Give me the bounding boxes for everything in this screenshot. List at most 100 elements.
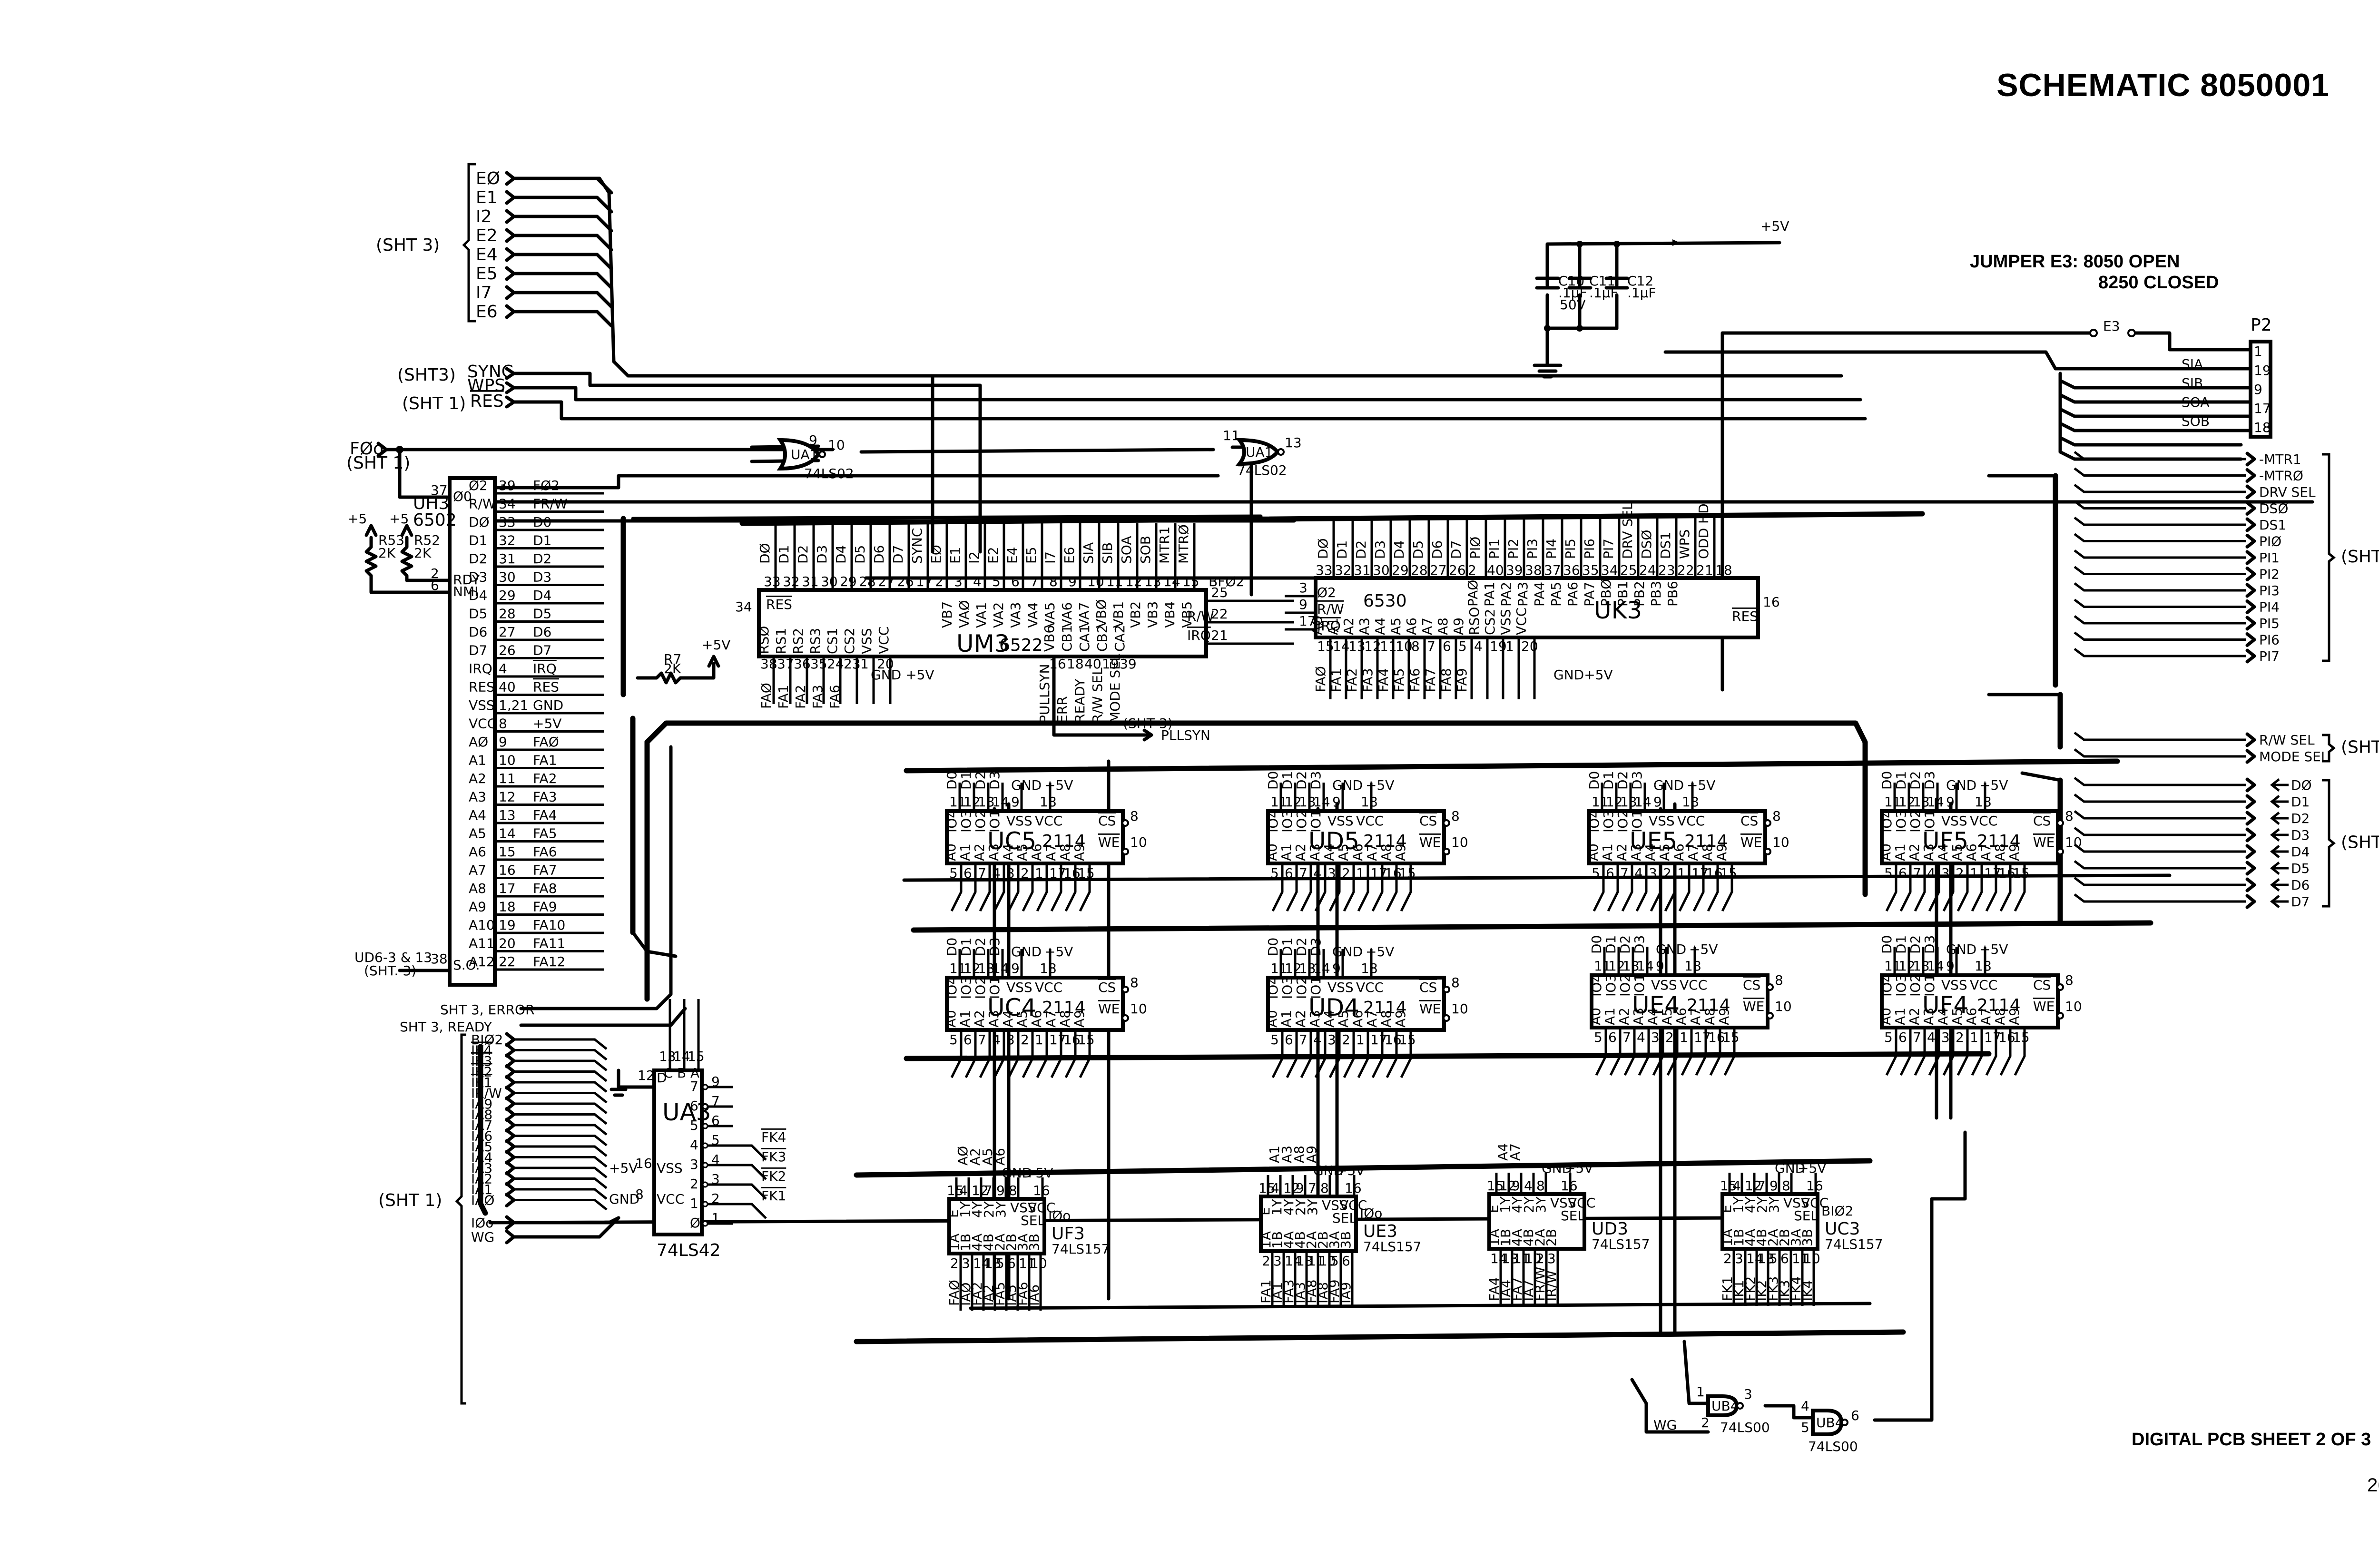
- ram-top-pin: 11: [1270, 794, 1288, 810]
- arrow-icon: [2245, 616, 2256, 631]
- mux-bottom-pin: 13: [984, 1255, 1002, 1271]
- mux-sel-net: IØo: [1048, 1208, 1071, 1224]
- mux-power-label: +5V: [1336, 1163, 1365, 1178]
- cpu-pin-net: D5: [533, 606, 551, 622]
- riot-bottom-net: FA7: [1423, 668, 1438, 692]
- mux-bottom-net: IAØ: [958, 1283, 973, 1306]
- ram-inner-pin: IO1: [1632, 974, 1647, 997]
- mux-power-label: GND: [1542, 1160, 1572, 1176]
- ram-bottom-pin: 7: [1622, 1029, 1631, 1045]
- mux-sel-net: IØo: [1360, 1205, 1382, 1221]
- via-inner-pin: RS1: [773, 628, 789, 654]
- gate-pin-in1: 1: [1696, 1384, 1705, 1400]
- output-signal: PI6: [2259, 632, 2280, 648]
- via-out-ref: (SHT 3): [1123, 715, 1173, 731]
- arrow-icon: [2245, 811, 2256, 826]
- cpu-pin-net: FA6: [533, 844, 557, 860]
- ram-top-pin: 14: [992, 794, 1009, 810]
- arrow-icon: [505, 1193, 516, 1207]
- ram-top-pin: 12: [1285, 794, 1302, 810]
- arrow-left-icon: [2270, 878, 2289, 892]
- via-top-net: D6: [871, 545, 887, 564]
- ram-cs-label: CS: [2033, 977, 2051, 993]
- arrow-icon: [505, 1215, 516, 1230]
- cpu-pin-number: 12: [499, 789, 516, 805]
- cpu-pin-number: 30: [499, 569, 516, 585]
- cpu-pin-number: 22: [499, 954, 516, 970]
- ram-inner-pin: A8: [1702, 1008, 1718, 1025]
- mux-inner-pin: 4A: [1742, 1229, 1758, 1246]
- gate-pin-in2: 2: [1701, 1415, 1710, 1431]
- ram-inner-pin: IO3: [1603, 974, 1619, 997]
- ram-bottom-pin: 2: [1956, 865, 1964, 881]
- ram-top-pin: 12: [1608, 958, 1625, 974]
- via-ctrl-pin: 18: [1067, 656, 1084, 672]
- mux-bottom-pin: 13: [1296, 1253, 1313, 1269]
- ram-inner-pin: A0: [1264, 1010, 1280, 1028]
- riot-inner-pin: AØ: [1309, 616, 1325, 635]
- cpu-pin-number: 4: [499, 661, 507, 676]
- cpu-pin-net: FA7: [533, 862, 557, 878]
- mux-inner-pin: VCC: [1801, 1195, 1828, 1211]
- ram-inner-pin: A8: [1700, 843, 1715, 861]
- ram-bottom-pin: 2: [1956, 1029, 1964, 1045]
- decoder-input-pin: 15: [688, 1049, 705, 1064]
- ram-top-pin: 12: [963, 794, 981, 810]
- ram-inner-pin: VCC: [1677, 813, 1705, 829]
- via-ctrl-net: ERR: [1054, 696, 1070, 723]
- ram-we-label: WE: [1098, 1001, 1120, 1017]
- cpu-pin-number: 10: [499, 753, 516, 768]
- cpu-ref: UH3: [413, 494, 449, 513]
- gate-pin-out: 3: [1744, 1386, 1752, 1402]
- mux-inner-pin: 3B: [1799, 1229, 1815, 1246]
- ground-icon: [609, 1088, 628, 1097]
- inversion-bubble-icon: [1277, 448, 1285, 456]
- c12-ref: C12: [1627, 273, 1653, 289]
- riot-top-net: D5: [1410, 540, 1426, 559]
- ram-top-pin: 13: [1913, 794, 1930, 810]
- decoder-power-pin: 16: [635, 1156, 652, 1171]
- ram-inner-pin: IO3: [1601, 810, 1616, 833]
- ram-inner-pin: A1: [957, 843, 973, 861]
- mux-inner-pin: 4A: [1509, 1229, 1525, 1246]
- via-top-pin: 15: [1182, 574, 1199, 589]
- ram-inner-pin: A4: [1000, 1010, 1016, 1028]
- output-signal: PI1: [2259, 550, 2280, 566]
- junction-dot: [1576, 241, 1583, 247]
- mux-bottom-net: FA4: [1486, 1277, 1502, 1301]
- mux-inner-pin: 2A: [1304, 1231, 1319, 1249]
- mux-bottom-pin: 14: [1490, 1251, 1507, 1266]
- cpu-pin-name: D5: [469, 606, 487, 622]
- cpu-pin-net: RES: [533, 679, 559, 695]
- via-inner-pin: CA1: [1077, 625, 1092, 652]
- via-top-pin: 13: [1144, 574, 1161, 589]
- decoder-output-pin: 7: [711, 1093, 720, 1109]
- ram-top-pin: 14: [992, 960, 1009, 976]
- mux-power-label: +5V: [1024, 1165, 1053, 1181]
- mux-bottom-pin: 3: [962, 1255, 970, 1271]
- cpu-pin-net: D3: [533, 569, 551, 585]
- riot-inner-pin: RSO: [1466, 607, 1482, 635]
- riot-inner-pin: PB2: [1632, 581, 1647, 607]
- riot-top-pin: 31: [1354, 562, 1371, 578]
- ram-inner-pin: A3: [1307, 843, 1323, 861]
- arrow-icon: [376, 441, 388, 458]
- via-bottom-pin: 1: [860, 656, 869, 672]
- ram-we-pin: 10: [1772, 834, 1789, 850]
- via-inner-pin: VB5: [1179, 601, 1195, 628]
- via-top-net: D3: [814, 545, 830, 564]
- cpu-pin-net: FA4: [533, 807, 557, 823]
- ram-bottom-pin: 7: [1913, 865, 1921, 881]
- mux-inner-pin: 3B: [1338, 1231, 1354, 1249]
- riot-top-pin: 18: [1715, 562, 1732, 578]
- gate-pin-in1: 11: [1223, 428, 1240, 443]
- ram-body: [1880, 973, 2060, 1029]
- riot-top-net: D4: [1391, 540, 1407, 559]
- mux-bottom-net: IA8: [1315, 1282, 1331, 1303]
- riot-inner-pin: PA2: [1498, 582, 1514, 607]
- via-body: [757, 588, 1208, 658]
- decoder-output-pin: 4: [711, 1152, 720, 1167]
